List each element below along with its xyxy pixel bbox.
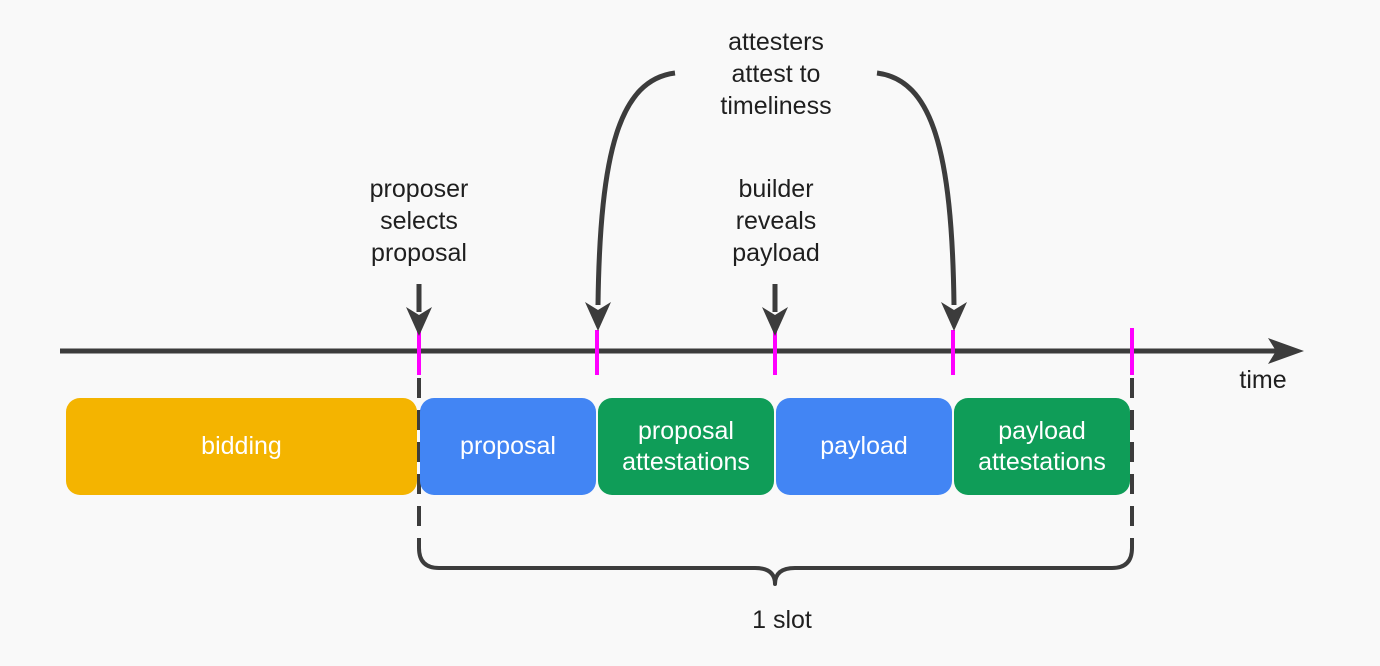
phase-bidding: bidding bbox=[66, 398, 417, 495]
slot-label: 1 slot bbox=[752, 606, 812, 634]
phase-payload: payload bbox=[776, 398, 952, 495]
phase-payload-attestations: payload attestations bbox=[954, 398, 1130, 495]
proposer-arrowhead bbox=[406, 307, 432, 336]
time-label: time bbox=[1239, 366, 1287, 394]
builder-arrowhead bbox=[762, 307, 788, 336]
builder-label: builder reveals payload bbox=[732, 175, 820, 267]
time-axis-arrowhead bbox=[1268, 338, 1304, 364]
slot-brace bbox=[417, 547, 1134, 586]
attest-arrow-left bbox=[595, 70, 676, 306]
phase-proposal-attestations: proposal attestations bbox=[598, 398, 774, 495]
attest-arrowhead-left bbox=[585, 302, 611, 331]
phase-proposal: proposal bbox=[420, 398, 596, 495]
proposer-label: proposer selects proposal bbox=[369, 175, 469, 267]
attest-arrowhead-right bbox=[941, 302, 967, 331]
attest-arrow-right bbox=[876, 70, 957, 306]
attesters-label: attesters attest to timeliness bbox=[720, 28, 832, 120]
